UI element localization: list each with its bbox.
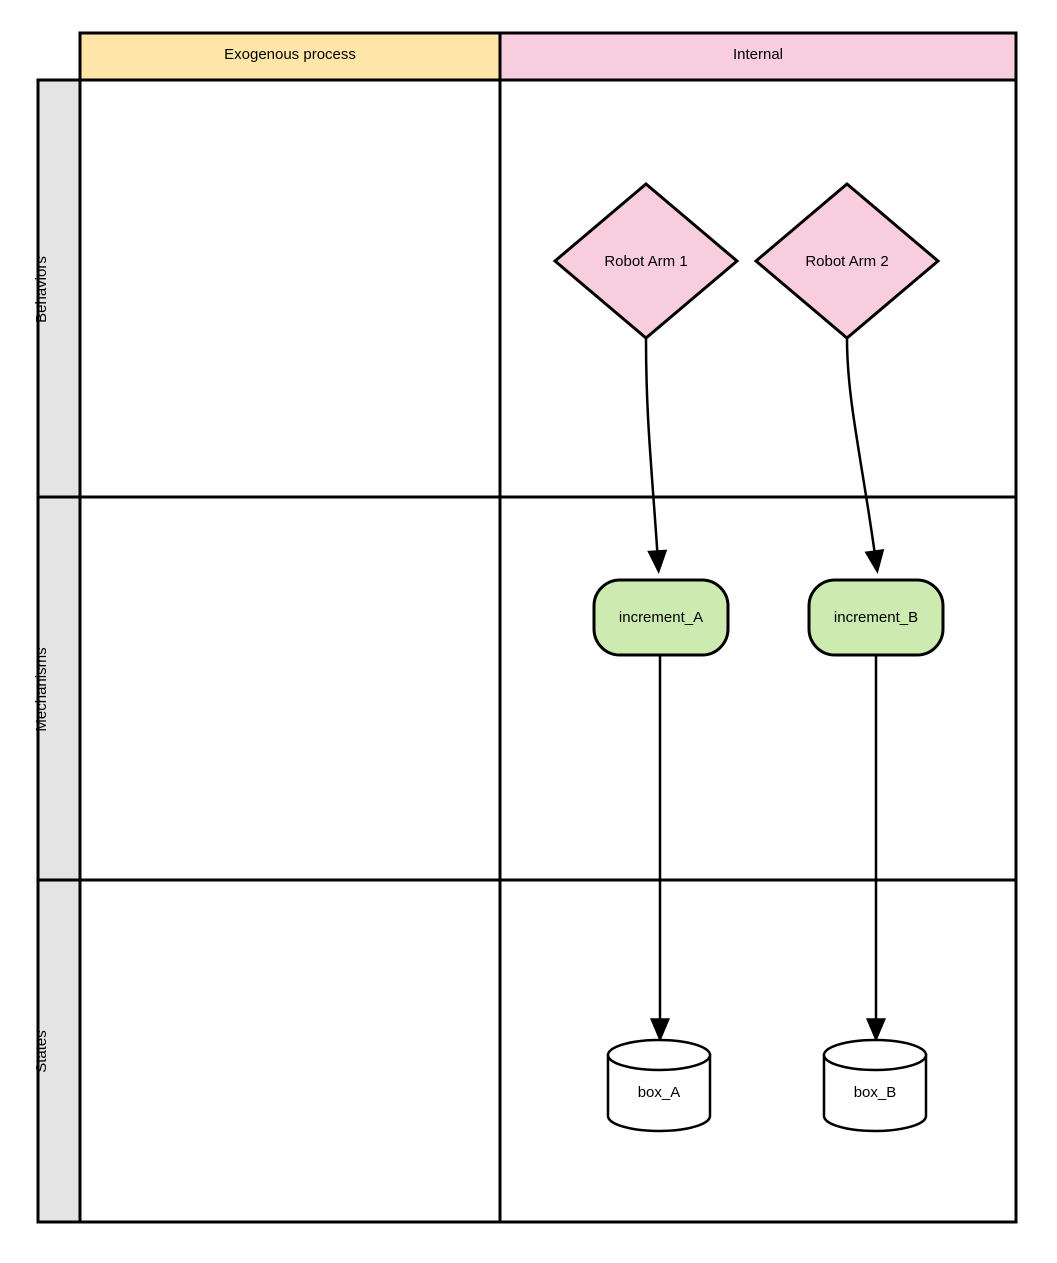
cell-behaviors-exogenous[interactable]: [78, 78, 502, 499]
edge-robot-arm-2-to-increment-b: [845, 338, 885, 574]
node-robot-arm-1[interactable]: [552, 182, 740, 340]
row-label-cell-mechanisms[interactable]: [36, 495, 82, 882]
edges: [644, 338, 886, 1043]
cell-states-exogenous[interactable]: [78, 878, 502, 1224]
node-increment-b[interactable]: [807, 578, 945, 657]
row-label-cell-behaviors[interactable]: [36, 78, 82, 499]
matrix-cells: [78, 78, 1018, 1224]
cell-behaviors-internal[interactable]: [498, 78, 1018, 499]
cell-mechanisms-exogenous[interactable]: [78, 495, 502, 882]
node-box-b[interactable]: [822, 1038, 928, 1133]
cell-mechanisms-internal[interactable]: [498, 495, 1018, 882]
column-header-exogenous[interactable]: [78, 31, 502, 82]
row-label-cells: [36, 78, 82, 1224]
edge-robot-arm-1-to-increment-a: [644, 338, 668, 574]
cell-states-internal[interactable]: [498, 878, 1018, 1224]
nodes: [552, 182, 945, 1133]
column-headers: [78, 31, 1018, 82]
node-box-a[interactable]: [606, 1038, 712, 1133]
node-increment-a[interactable]: [592, 578, 730, 657]
row-label-cell-states[interactable]: [36, 878, 82, 1224]
column-header-internal[interactable]: [498, 31, 1018, 82]
node-robot-arm-2[interactable]: [753, 182, 941, 340]
